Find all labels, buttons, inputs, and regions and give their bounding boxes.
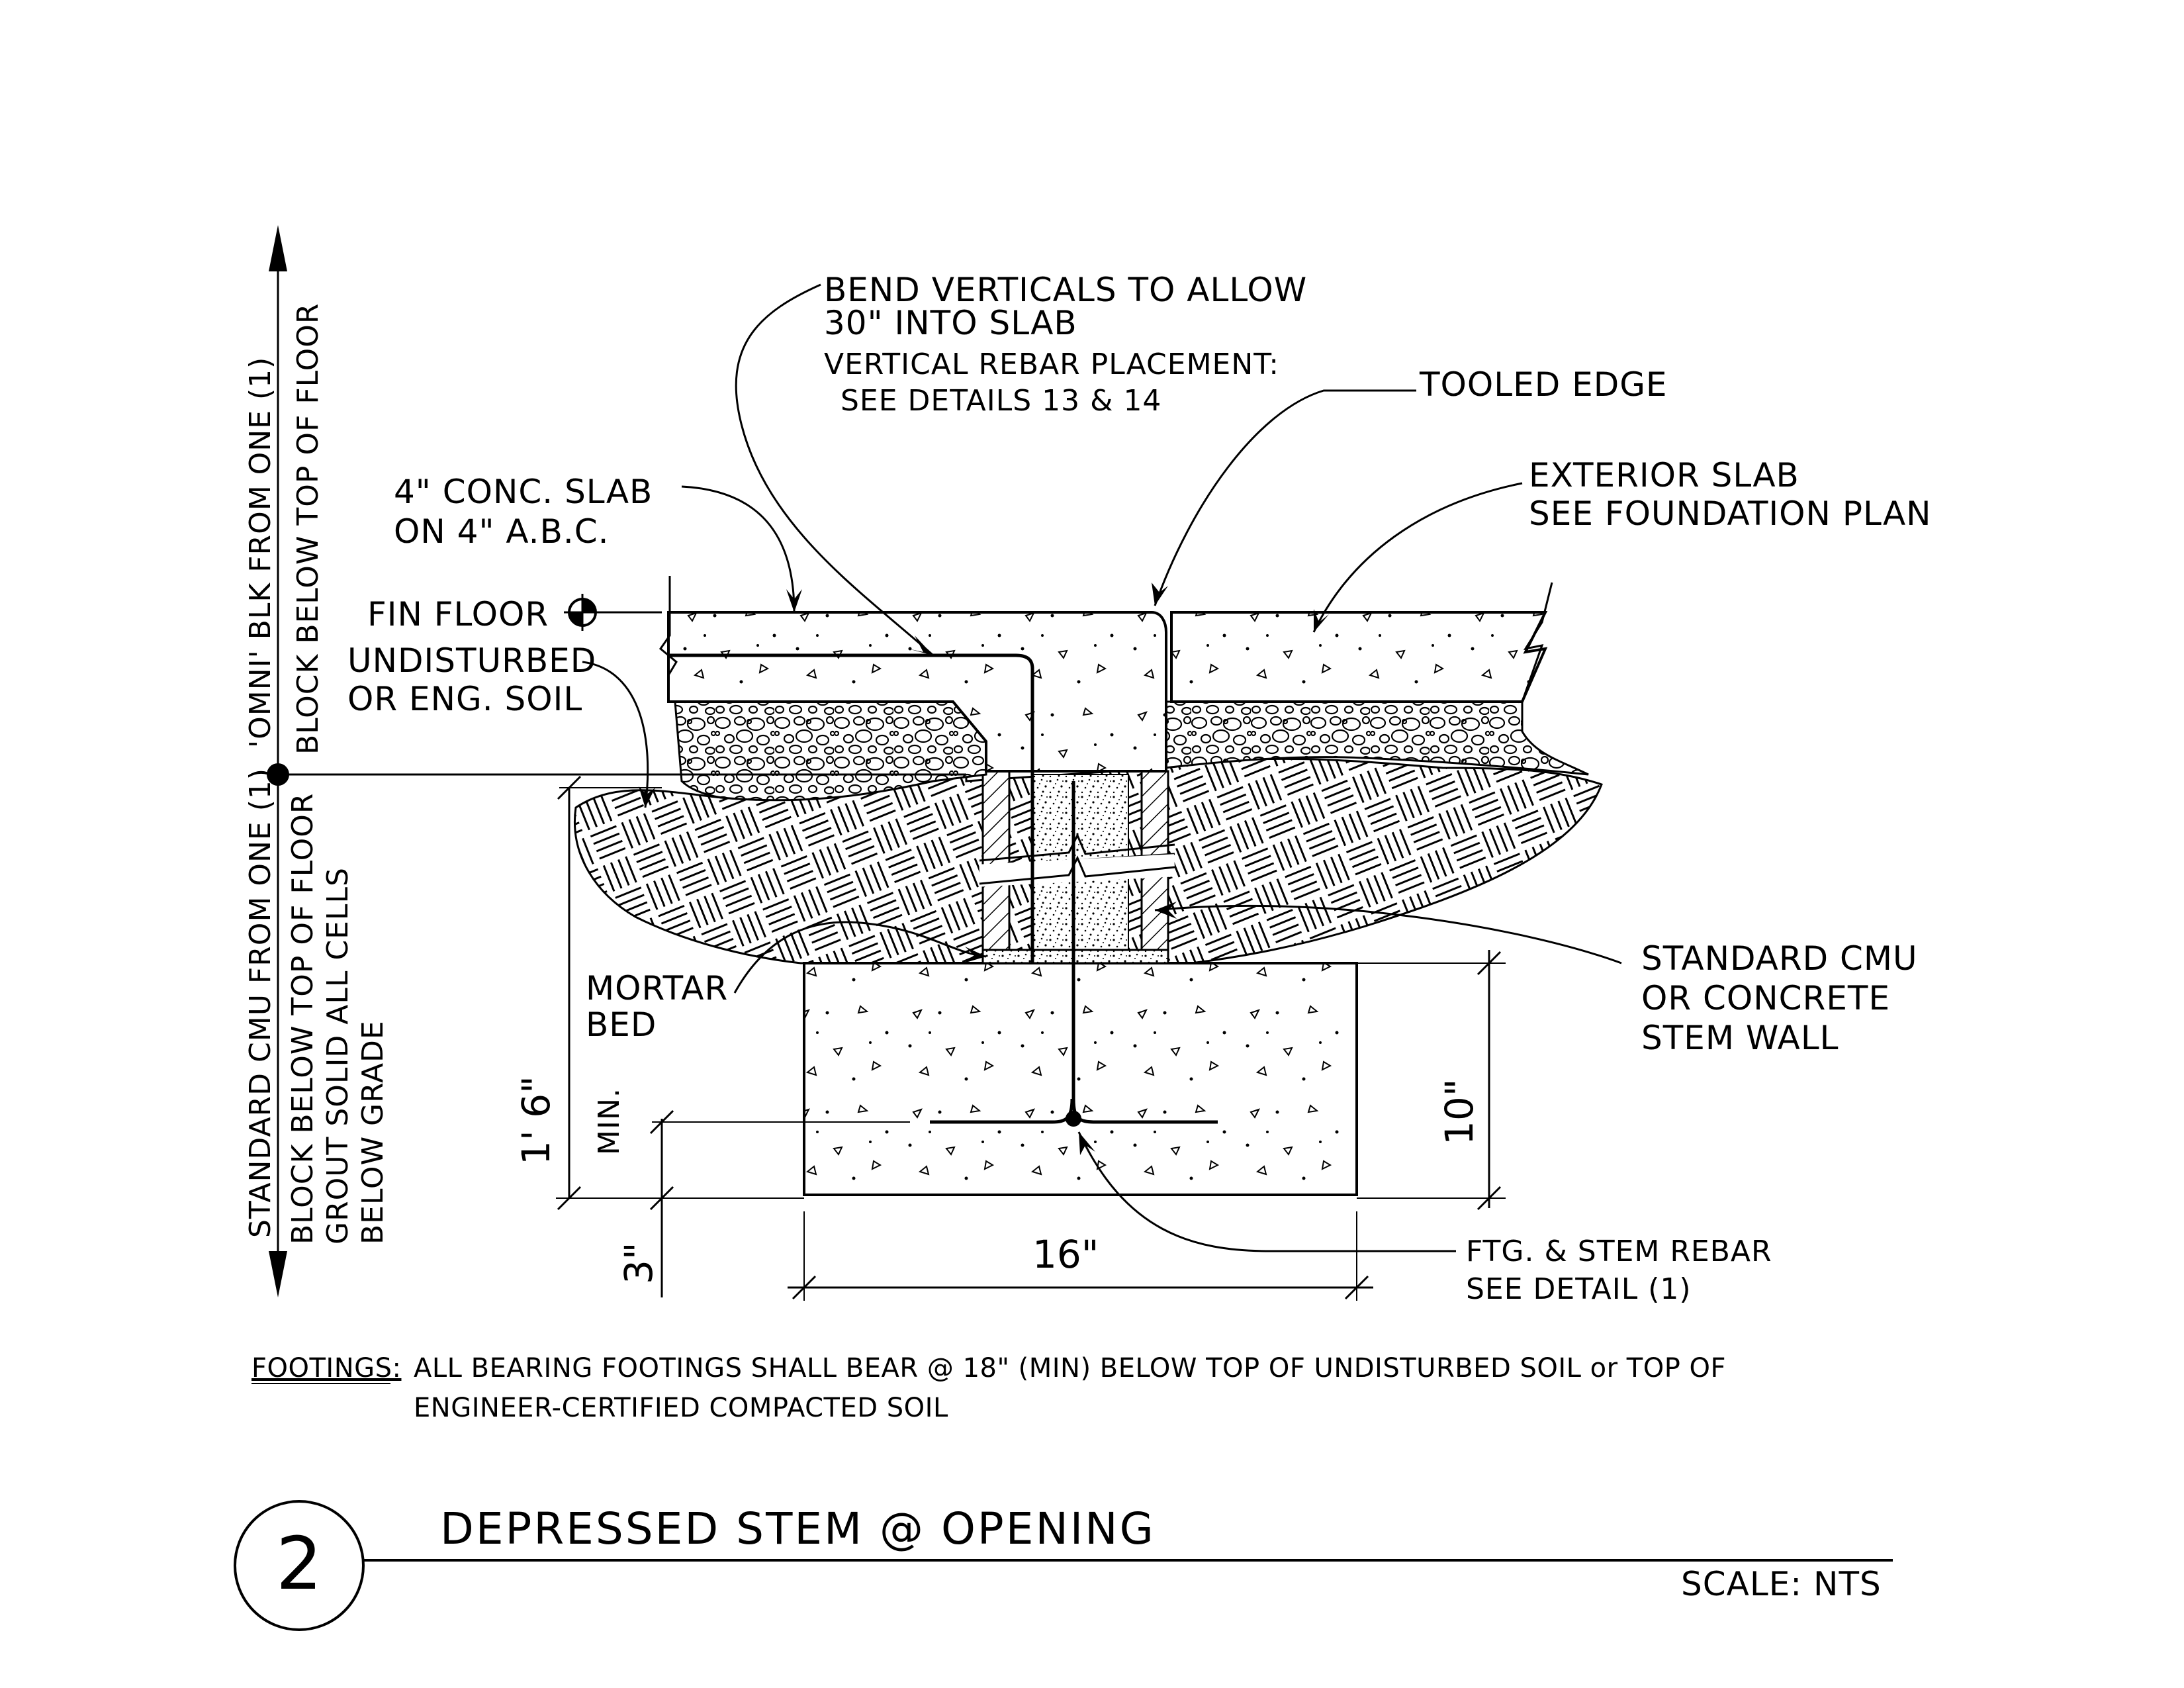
dim-text-footing-depth: 10" xyxy=(1437,1079,1482,1145)
label-bend-verticals-line2: 30" INTO SLAB xyxy=(824,304,1077,342)
dim-text-footing-width: 16" xyxy=(1032,1232,1099,1277)
label-exterior-slab-line1: EXTERIOR SLAB xyxy=(1529,456,1799,494)
up-arrow-icon xyxy=(269,225,287,271)
leader-bend-verticals xyxy=(735,283,934,657)
mortar-bed xyxy=(981,949,1169,964)
dimension-bar-cover-3 xyxy=(649,1109,910,1297)
label-fin-floor: FIN FLOOR xyxy=(367,595,549,633)
exterior-concrete-slab xyxy=(1169,611,1548,703)
leader-tooled-edge xyxy=(1154,389,1416,606)
detail-title: DEPRESSED STEM @ OPENING xyxy=(440,1503,1156,1554)
label-mortar-line2: BED xyxy=(586,1006,657,1044)
note-cmu-line4: BELOW GRADE xyxy=(356,1020,390,1244)
down-arrow-icon xyxy=(269,1251,287,1297)
label-vertical-rebar-line2: SEE DETAILS 13 & 14 xyxy=(841,384,1161,418)
note-cmu-line3: GROUT SOLID ALL CELLS xyxy=(321,867,355,1244)
detail-number: 2 xyxy=(276,1521,322,1606)
leader-exterior-slab xyxy=(1312,482,1523,633)
label-stem-wall-line3: STEM WALL xyxy=(1641,1019,1839,1057)
note-cmu-line2: BLOCK BELOW TOP OF FLOOR xyxy=(286,793,320,1244)
label-undisturbed-line2: OR ENG. SOIL xyxy=(347,680,582,718)
label-vertical-rebar-line1: VERTICAL REBAR PLACEMENT: xyxy=(824,348,1279,381)
abc-gravel-interior xyxy=(674,700,987,802)
dim-text-min: MIN. xyxy=(592,1088,626,1155)
dim-text-bar-cover: 3" xyxy=(616,1242,661,1284)
label-mortar-line1: MORTAR xyxy=(586,969,728,1008)
leader-undisturbed xyxy=(582,661,649,808)
detail-number-bubble xyxy=(234,1500,365,1631)
scale-note: SCALE: NTS xyxy=(1681,1565,1882,1603)
footnote-heading: FOOTINGS: xyxy=(251,1353,402,1383)
label-rebar-line1: FTG. & STEM REBAR xyxy=(1466,1235,1772,1268)
fin-floor-target-icon xyxy=(564,594,601,631)
label-exterior-slab-line2: SEE FOUNDATION PLAN xyxy=(1529,494,1932,533)
label-rebar-line2: SEE DETAIL (1) xyxy=(1466,1272,1692,1306)
leader-mortar-bed xyxy=(733,921,987,994)
longitudinal-rebar-dot xyxy=(1066,1111,1081,1127)
footnote-line2: ENGINEER-CERTIFIED COMPACTED SOIL xyxy=(414,1393,948,1423)
tooled-edge-joint xyxy=(1154,611,1173,702)
label-stem-wall-line1: STANDARD CMU xyxy=(1641,939,1918,978)
label-conc-slab-line1: 4" CONC. SLAB xyxy=(394,473,653,511)
dimension-footing-depth xyxy=(1357,950,1506,1211)
note-omni-line2: BLOCK BELOW TOP OF FLOOR xyxy=(291,303,325,755)
note-omni-line1: 'OMNI' BLK FROM ONE (1) xyxy=(244,357,277,748)
slab-break-right xyxy=(1521,582,1553,702)
dimension-depth-1-6 xyxy=(556,775,804,1211)
label-bend-verticals-line1: BEND VERTICALS TO ALLOW xyxy=(824,271,1307,309)
label-conc-slab-line2: ON 4" A.B.C. xyxy=(394,512,610,551)
dimension-footing-width xyxy=(788,1211,1373,1301)
note-cmu-line1: STANDARD CMU FROM ONE (1) xyxy=(244,768,277,1238)
label-stem-wall-line2: OR CONCRETE xyxy=(1641,979,1890,1017)
leader-stem-wall xyxy=(1154,904,1622,964)
label-tooled-edge: TOOLED EDGE xyxy=(1419,365,1668,404)
label-undisturbed-line1: UNDISTURBED xyxy=(347,641,596,680)
leader-conc-slab xyxy=(681,485,796,613)
abc-gravel-exterior xyxy=(1163,700,1589,776)
concrete-footing xyxy=(803,962,1358,1196)
leader-rebar xyxy=(1077,1131,1456,1252)
dim-text-depth: 1' 6" xyxy=(514,1076,559,1165)
footnote-line1: ALL BEARING FOOTINGS SHALL BEAR @ 18" (M… xyxy=(414,1353,1726,1383)
